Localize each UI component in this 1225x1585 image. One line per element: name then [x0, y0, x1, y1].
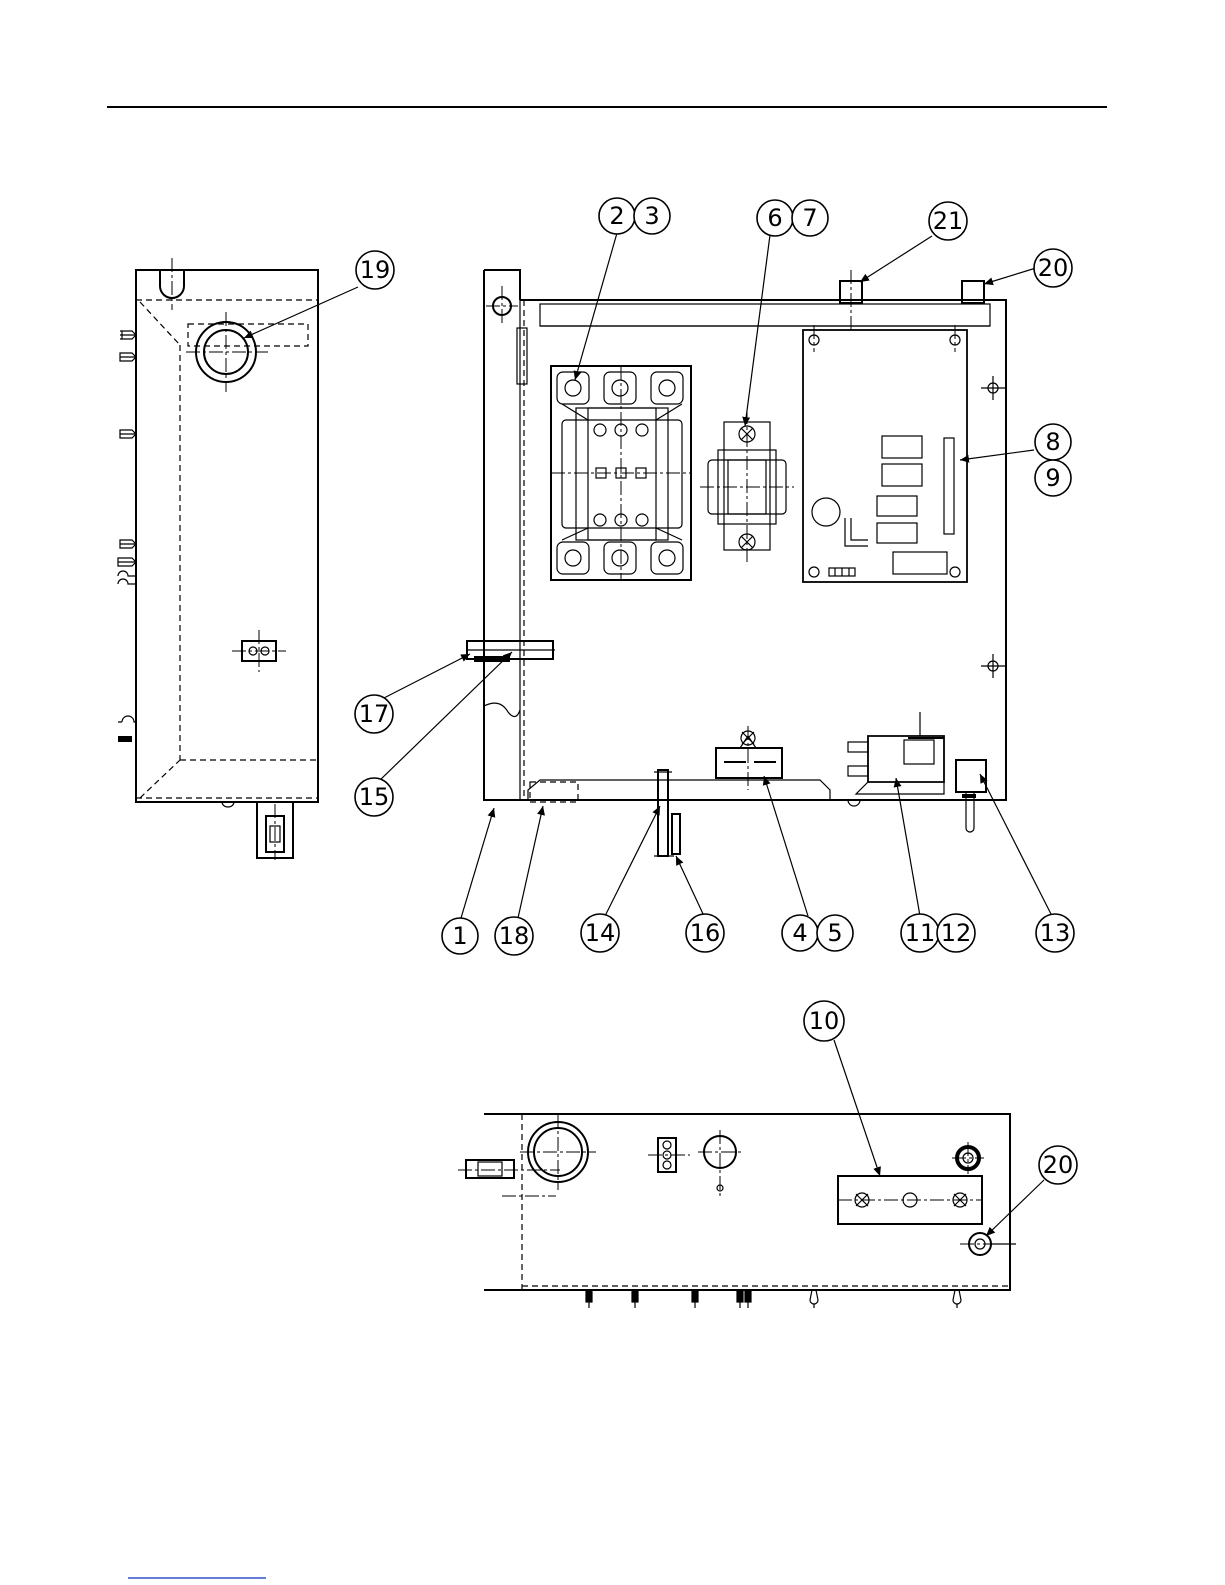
- callout-19: 19: [356, 251, 394, 289]
- callout-5-label: 5: [827, 919, 842, 947]
- callout-2: 2: [599, 198, 635, 234]
- callout-12: 12: [937, 914, 975, 952]
- callout-16: 16: [686, 914, 724, 952]
- callout-11-label: 11: [905, 919, 936, 947]
- callout-6-label: 6: [767, 204, 782, 232]
- callout-21-label: 21: [933, 207, 964, 235]
- callout-7-label: 7: [802, 204, 817, 232]
- callout-21: 21: [929, 202, 967, 240]
- callout-13-label: 13: [1040, 919, 1071, 947]
- callout-13: 13: [1036, 914, 1074, 952]
- callout-14-label: 14: [585, 919, 616, 947]
- side-view: [118, 258, 318, 860]
- callout-15-label: 15: [359, 783, 390, 811]
- callout-18-label: 18: [499, 922, 530, 950]
- front-view: [467, 270, 1006, 856]
- callout-16-label: 16: [690, 919, 721, 947]
- callout-15: 15: [355, 778, 393, 816]
- callout-3-label: 3: [644, 202, 659, 230]
- bottom-view: [458, 1114, 1016, 1308]
- callout-12-label: 12: [941, 919, 972, 947]
- callout-10: 10: [804, 1001, 844, 1041]
- callout-3: 3: [634, 198, 670, 234]
- callout-20-bottom-label: 20: [1043, 1151, 1074, 1179]
- callout-19-label: 19: [360, 256, 391, 284]
- callout-6: 6: [757, 200, 793, 236]
- callout-14: 14: [581, 914, 619, 952]
- callout-18: 18: [495, 917, 533, 955]
- callout-5: 5: [817, 915, 853, 951]
- callout-8: 8: [1035, 424, 1071, 460]
- callout-20-top-label: 20: [1038, 254, 1069, 282]
- callout-10-label: 10: [809, 1007, 840, 1035]
- callout-9-label: 9: [1045, 464, 1060, 492]
- callout-20-bottom: 20: [1039, 1146, 1077, 1184]
- callout-balloons: 19 2 3 6 7 21 20 8 9 17 15 1 18 14 16 4 …: [355, 198, 1077, 1184]
- callout-11: 11: [901, 914, 939, 952]
- callout-4: 4: [782, 915, 818, 951]
- callout-17: 17: [355, 695, 393, 733]
- callout-2-label: 2: [609, 202, 624, 230]
- callout-1: 1: [442, 918, 478, 954]
- callout-4-label: 4: [792, 919, 807, 947]
- callout-7: 7: [792, 200, 828, 236]
- callout-9: 9: [1035, 460, 1071, 496]
- leader-lines: [244, 233, 1052, 1236]
- callout-1-label: 1: [452, 922, 467, 950]
- callout-8-label: 8: [1045, 428, 1060, 456]
- callout-20-top: 20: [1034, 249, 1072, 287]
- callout-17-label: 17: [359, 700, 390, 728]
